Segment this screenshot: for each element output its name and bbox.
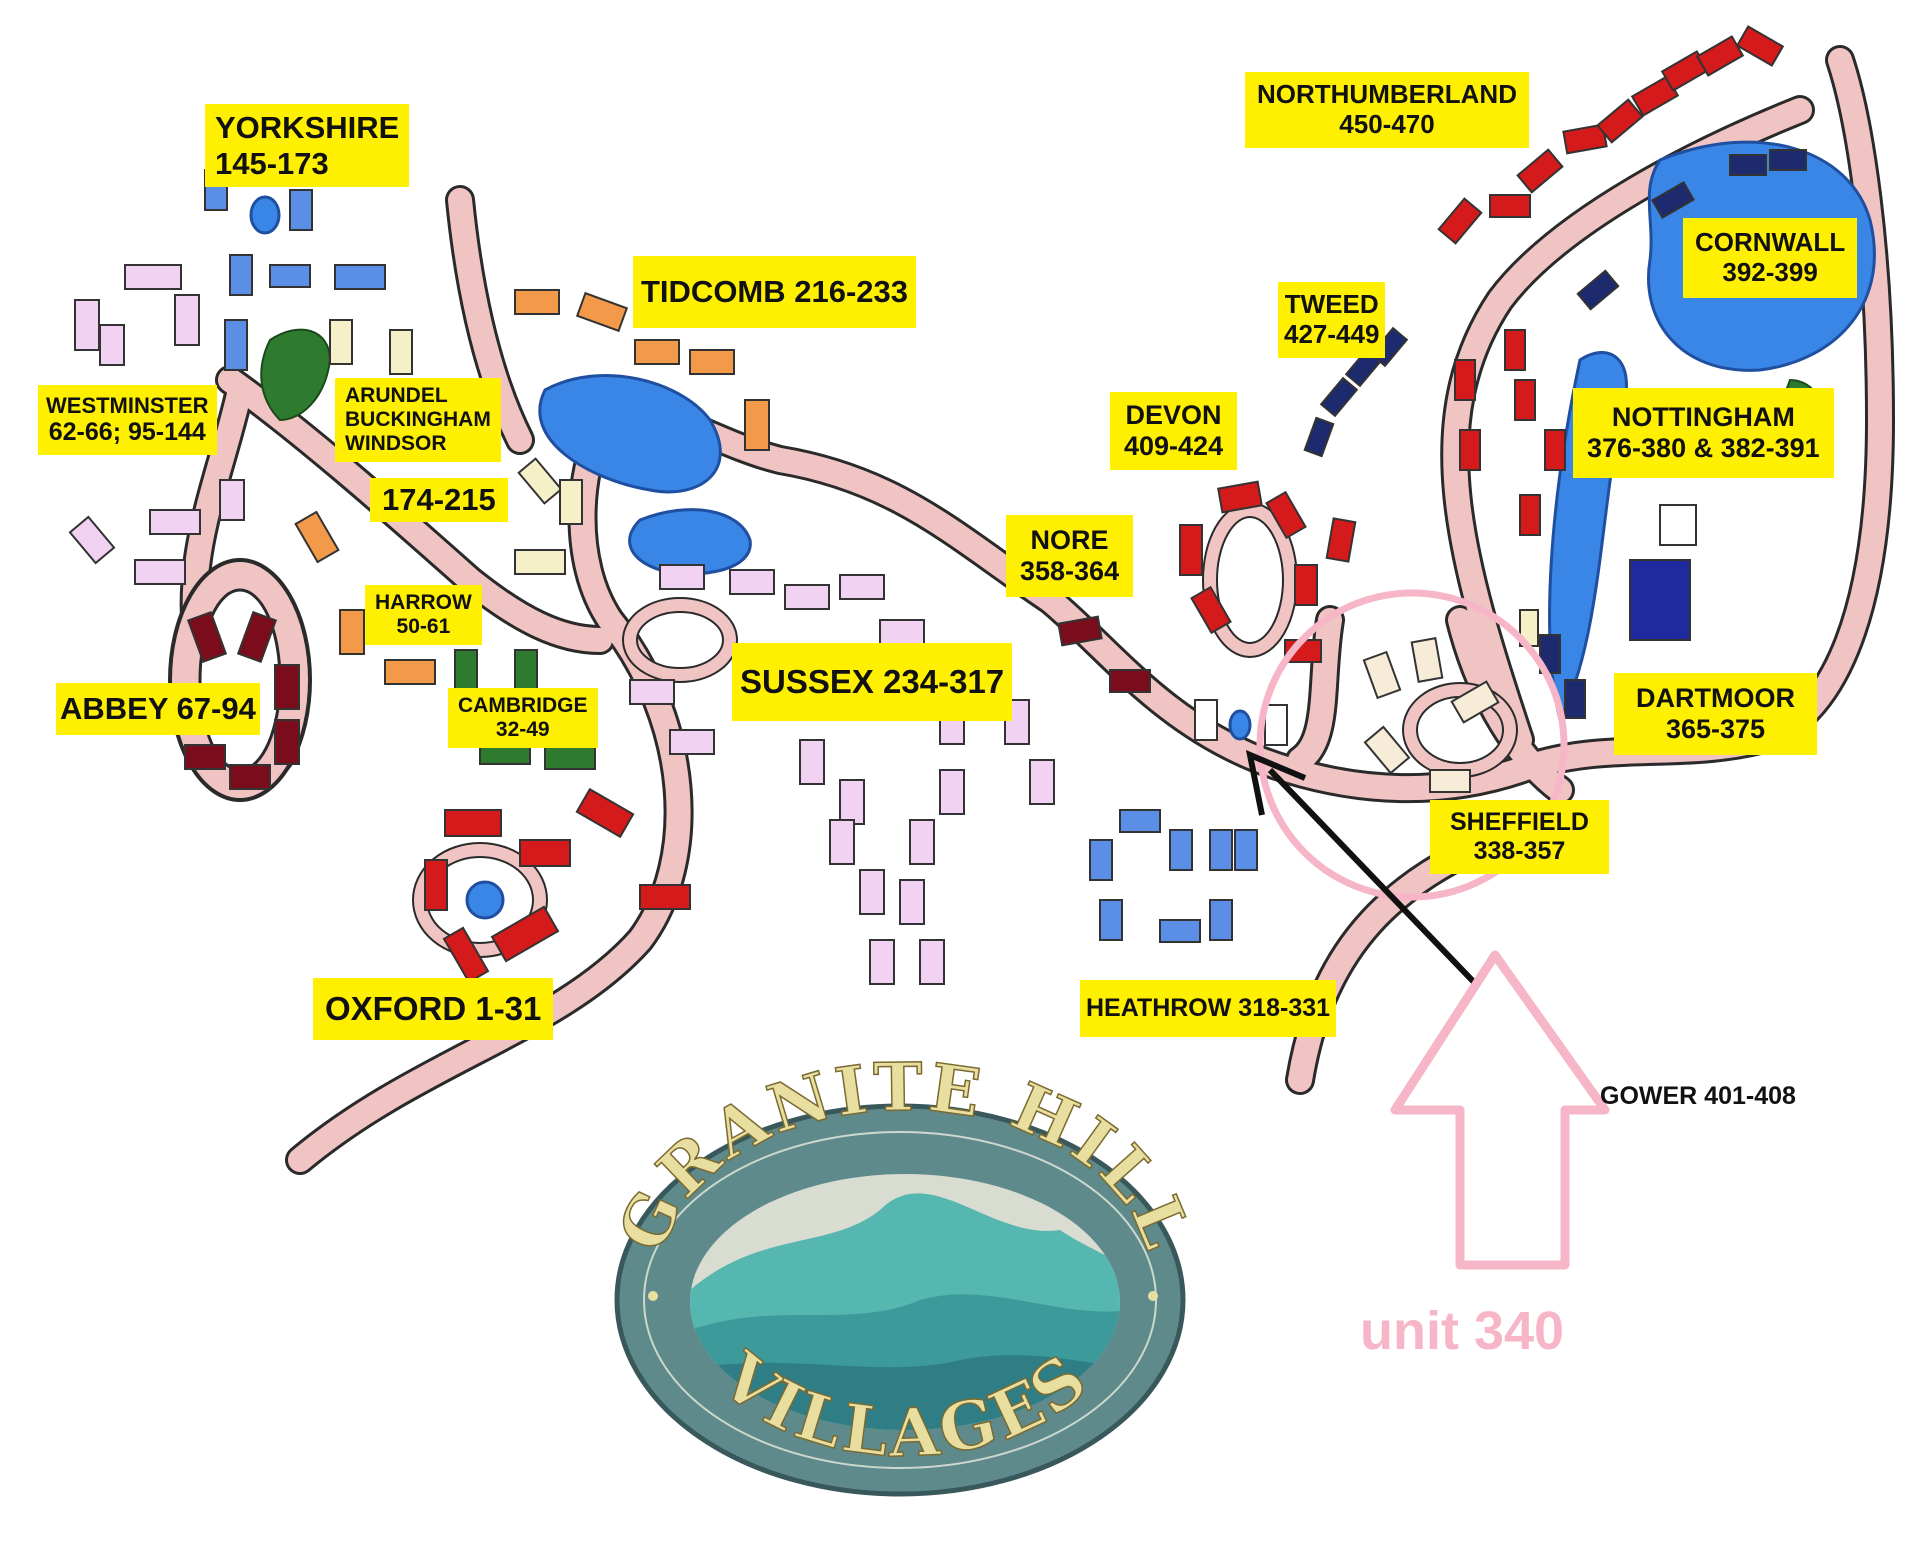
- buildings-westminster: [68, 264, 245, 585]
- buildings-dartmoor: [1519, 609, 1586, 719]
- pond-yorkshire: [249, 195, 281, 235]
- buildings-northumberland: [1437, 25, 1785, 245]
- label-harrow: HARROW 50-61: [365, 585, 482, 646]
- pond-tidcomb: [538, 374, 722, 494]
- label-sheffield-name: SHEFFIELD: [1450, 808, 1589, 836]
- label-northumberland: NORTHUMBERLAND 450-470: [1245, 72, 1529, 148]
- buildings-harrow: [294, 510, 436, 685]
- buildings-cornwall: [1576, 149, 1807, 311]
- label-oxford: OXFORD 1-31: [313, 978, 554, 1040]
- label-cornwall-units: 392-399: [1722, 256, 1818, 287]
- label-yorkshire-name: YORKSHIRE: [215, 110, 400, 145]
- label-harrow-name: HARROW: [375, 591, 472, 614]
- label-arundel-units: 174-215: [370, 478, 508, 522]
- buildings-cambridge: [454, 649, 596, 770]
- buildings: [68, 25, 1807, 985]
- label-sheffield-units: 338-357: [1473, 836, 1566, 865]
- label-yorkshire: YORKSHIRE 145-173: [205, 104, 410, 188]
- label-nore-units: 358-364: [1020, 556, 1120, 587]
- label-devon: DEVON 409-424: [1110, 392, 1238, 471]
- label-tweed-name: TWEED: [1284, 289, 1379, 319]
- label-dartmoor: DARTMOOR 365-375: [1614, 673, 1817, 756]
- buildings-tidcomb: [514, 289, 770, 451]
- label-gower: GOWER 401-408: [1600, 1082, 1796, 1110]
- label-windsor-name: WINDSOR: [345, 432, 447, 456]
- label-cambridge-units: 32-49: [495, 718, 550, 742]
- label-arundel: ARUNDEL BUCKINGHAM WINDSOR: [335, 378, 501, 463]
- up-arrow: [1390, 950, 1610, 1270]
- highlight-circle: [1256, 589, 1568, 901]
- label-arundel-name: ARUNDEL: [345, 384, 448, 407]
- pond-sussex: [628, 508, 752, 576]
- label-nore: NORE 358-364: [1006, 515, 1134, 598]
- label-devon-units: 409-424: [1124, 431, 1224, 462]
- label-tidcomb: TIDCOMB 216-233: [633, 256, 917, 328]
- pointer-arrowhead: [1245, 750, 1307, 816]
- label-yorkshire-units: 145-173: [215, 145, 329, 181]
- label-westminster-name: WESTMINSTER: [46, 393, 209, 418]
- label-cambridge-name: CAMBRIDGE: [458, 694, 588, 717]
- label-dartmoor-units: 365-375: [1665, 714, 1766, 745]
- building-nottingham-white: [1659, 504, 1697, 546]
- buildings-gower: [1194, 699, 1288, 746]
- label-sussex: SUSSEX 234-317: [732, 643, 1013, 721]
- label-northumberland-name: NORTHUMBERLAND: [1257, 79, 1517, 109]
- highlight-annotation: [1245, 589, 1610, 1270]
- buildings-nottingham: [1454, 329, 1566, 536]
- pond-dev: [1228, 709, 1252, 741]
- label-oxford-name: OXFORD 1-31: [325, 990, 542, 1027]
- buildings-devon: [1179, 480, 1357, 663]
- buildings-sussex: [629, 564, 1055, 985]
- label-abbey-name: ABBEY 67-94: [60, 691, 256, 726]
- label-sussex-name: SUSSEX 234-317: [740, 663, 1005, 700]
- label-abbey: ABBEY 67-94: [56, 683, 260, 735]
- label-heathrow-name: HEATHROW 318-331: [1086, 994, 1331, 1022]
- label-devon-name: DEVON: [1125, 400, 1222, 430]
- label-cornwall-name: CORNWALL: [1695, 227, 1846, 257]
- label-nottingham-name: NOTTINGHAM: [1611, 402, 1795, 432]
- buildings-heathrow: [1089, 809, 1258, 943]
- label-nore-name: NORE: [1030, 525, 1109, 555]
- buildings-arundel: [329, 319, 583, 575]
- label-heathrow: HEATHROW 318-331: [1080, 980, 1337, 1037]
- label-northumberland-units: 450-470: [1339, 108, 1435, 139]
- label-cambridge: CAMBRIDGE 32-49: [448, 688, 598, 749]
- pond-oxford: [465, 880, 505, 920]
- granite-hill-logo: GRANITE HILL VILLAGES: [602, 1047, 1204, 1497]
- label-tweed-units: 427-449: [1284, 318, 1380, 349]
- label-dartmoor-name: DARTMOOR: [1636, 683, 1795, 713]
- unit-340-note: unit 340: [1360, 1301, 1565, 1361]
- label-westminster: WESTMINSTER 62-66; 95-144: [38, 385, 217, 456]
- label-harrow-units: 50-61: [396, 615, 451, 639]
- buildings-nore: [1057, 615, 1151, 693]
- label-westminster-units: 62-66; 95-144: [48, 418, 206, 447]
- label-tweed: TWEED 427-449: [1278, 282, 1386, 358]
- label-sheffield: SHEFFIELD 338-357: [1430, 800, 1609, 874]
- buildings-abbey: [184, 610, 300, 790]
- label-arundel-units-text: 174-215: [382, 482, 496, 517]
- label-nottingham-units: 376-380 & 382-391: [1587, 433, 1820, 464]
- label-cornwall: CORNWALL 392-399: [1683, 218, 1858, 298]
- buildings-sheffield: [1362, 637, 1500, 793]
- label-nottingham: NOTTINGHAM 376-380 & 382-391: [1573, 388, 1834, 479]
- buildings-oxford: [424, 787, 691, 984]
- building-nottingham-navy: [1629, 559, 1691, 641]
- label-buckingham-name: BUCKINGHAM: [345, 408, 491, 432]
- label-tidcomb-name: TIDCOMB 216-233: [641, 274, 909, 309]
